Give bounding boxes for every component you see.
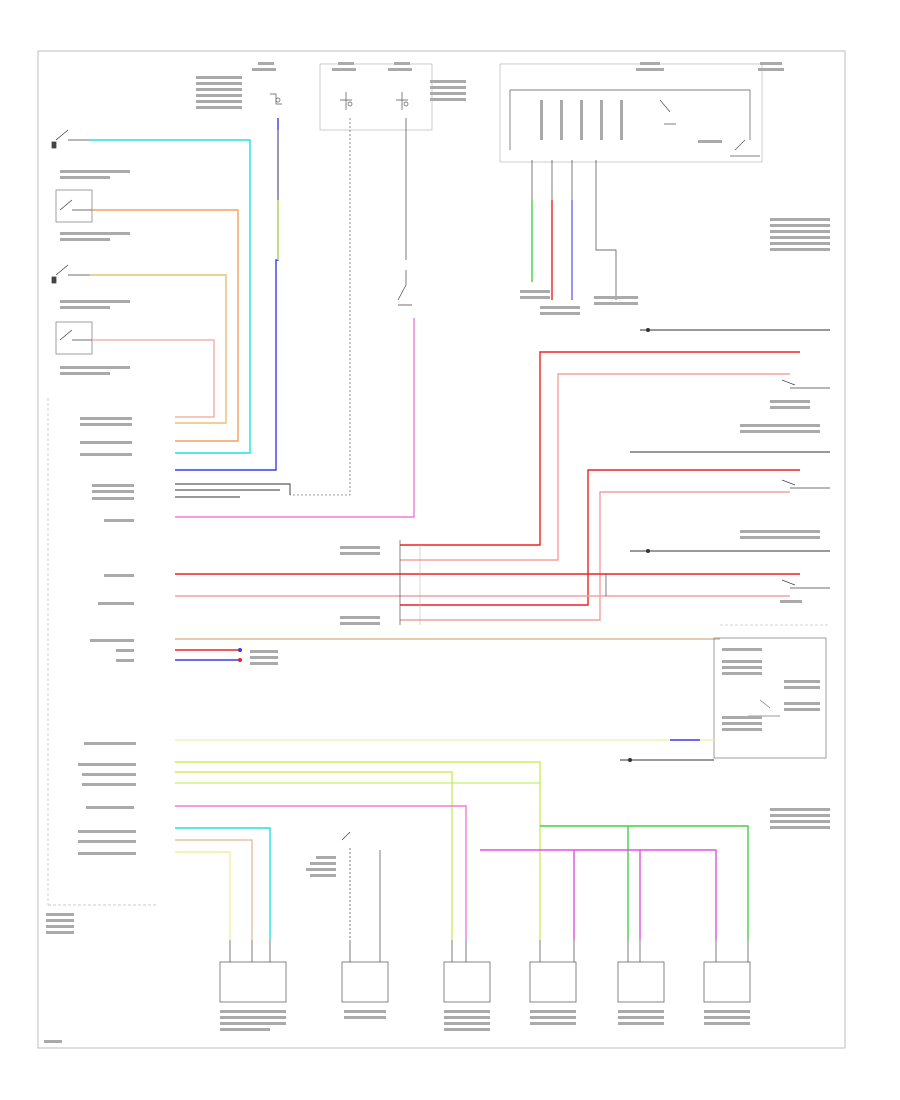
wire-green-3 (540, 825, 749, 940)
acc-switch (397, 270, 412, 306)
wire-magenta-1 (175, 805, 467, 940)
wire-red-right-1 (400, 351, 800, 546)
wire-light-red-1 (92, 339, 215, 418)
wire-black-ground (175, 483, 291, 495)
wire-magenta-2 (480, 849, 717, 940)
bottom-connector-ticks (229, 940, 749, 962)
lock-module (713, 637, 827, 759)
bottom-component-labels (44, 1010, 750, 1043)
wire-light-red-right-2 (400, 491, 790, 621)
fuse-labels (196, 62, 466, 109)
wire-yellow-lower (175, 851, 231, 940)
fuse-group-top (270, 63, 433, 131)
diagram-frame (37, 50, 846, 1049)
trunk-switch (341, 831, 381, 940)
wire-light-red-right-1 (400, 373, 790, 561)
wire-green-1 (175, 761, 541, 940)
relay-connector-labels (520, 290, 638, 315)
wire-green-2 (175, 771, 453, 940)
wire-tan-2 (175, 839, 253, 940)
wire-light-blue-2 (175, 827, 271, 940)
door-switch-labels (60, 170, 130, 375)
left-connector-labels (46, 417, 136, 934)
relay-labels (540, 62, 830, 251)
wire-orange (92, 209, 239, 442)
wire-light-blue-1 (90, 139, 251, 454)
door-switch-group (51, 129, 93, 355)
wire-black-relay (595, 160, 617, 300)
bottom-components (219, 961, 751, 1003)
wire-black-fuse-1 (290, 118, 351, 496)
wire-red-right-2 (400, 469, 800, 606)
wire-yellow-orange (90, 274, 227, 424)
relay-box (499, 63, 763, 163)
wire-pink-1 (175, 318, 415, 518)
